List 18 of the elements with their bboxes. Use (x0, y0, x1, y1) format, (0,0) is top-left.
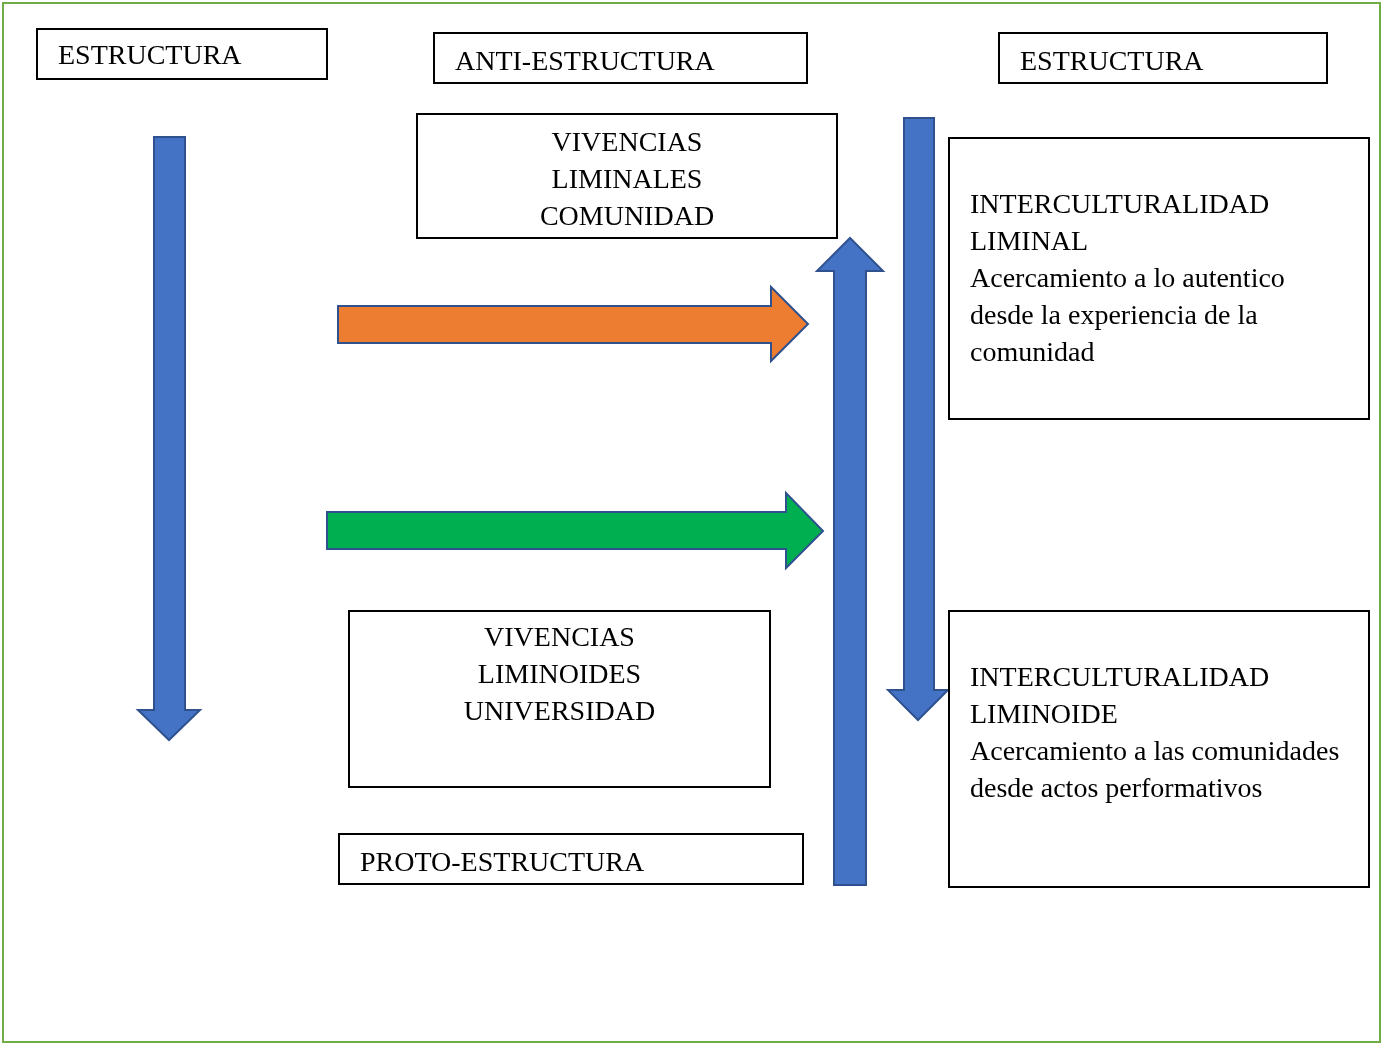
box-heading: VIVENCIAS LIMINALES COMUNIDAD (538, 125, 716, 233)
box-heading: ESTRUCTURA (1020, 44, 1205, 78)
box-heading: INTERCULTURALIDAD LIMINOIDE (970, 660, 1271, 731)
box-description: Acercamiento a lo autentico desde la experiencia de la comunidad (970, 261, 1286, 369)
text-box (998, 32, 1328, 84)
box-heading: INTERCULTURALIDAD LIMINAL (970, 187, 1271, 258)
text-box (36, 28, 328, 80)
box-description: Acercamiento a las comunidades desde actos performativos (970, 734, 1341, 805)
text-box (348, 610, 771, 788)
text-box (433, 32, 808, 84)
text-box (948, 610, 1370, 888)
text-box (338, 833, 804, 885)
box-heading: ANTI-ESTRUCTURA (455, 44, 716, 78)
box-heading: PROTO-ESTRUCTURA (360, 845, 646, 879)
text-box (416, 113, 838, 239)
box-heading: VIVENCIAS LIMINOIDES UNIVERSIDAD (462, 620, 657, 728)
text-box (948, 137, 1370, 420)
box-heading: ESTRUCTURA (58, 38, 243, 72)
